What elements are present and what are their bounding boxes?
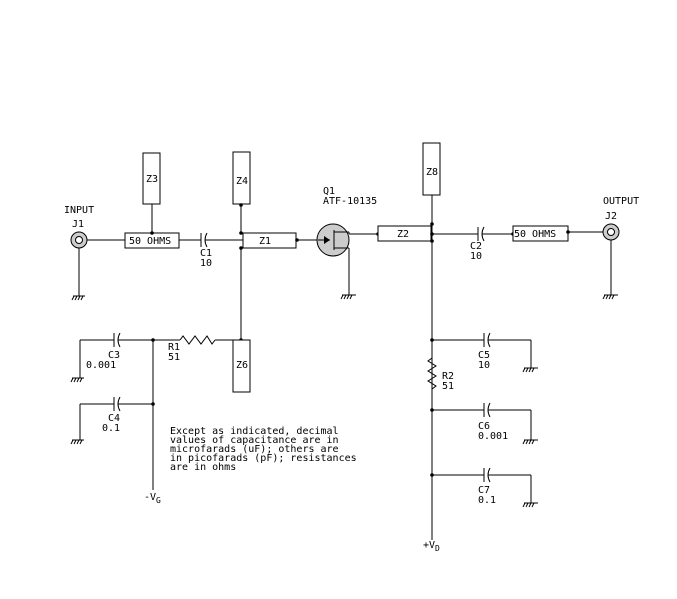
note-line: values of capacitance are in [170, 435, 339, 446]
label-z1: Z1 [259, 236, 271, 247]
ground-symbol [71, 295, 85, 301]
label-c7: C7 [478, 485, 490, 496]
label-r2-value: 51 [442, 381, 454, 392]
label-q1-part: ATF-10135 [323, 196, 377, 207]
label-r2: R2 [442, 371, 454, 382]
note-line: in picofarads (pF); resistances [170, 453, 357, 464]
label-c2-value: 10 [470, 251, 482, 262]
connector-j2 [602, 223, 620, 300]
values-note: Except as indicated, decimal values of c… [170, 426, 357, 473]
label-c7-value: 0.1 [478, 495, 496, 506]
label-c6-value: 0.001 [478, 431, 508, 442]
ground-symbol [70, 377, 84, 383]
label-z6: Z6 [236, 360, 248, 371]
label-z4: Z4 [236, 176, 248, 187]
label-c6: C6 [478, 421, 490, 432]
label-j2: J2 [605, 211, 617, 222]
transistor-q1 [316, 223, 350, 257]
connector-j1 [70, 231, 88, 301]
label-c1-value: 10 [200, 258, 212, 269]
label-r1-value: 51 [168, 352, 180, 363]
stub-z3 [142, 152, 161, 205]
label-c5: C5 [478, 350, 490, 361]
label-input: INPUT [64, 205, 94, 216]
note-line: microfarads (uF); others are [170, 444, 339, 455]
ground-symbol [602, 294, 618, 300]
ground-symbol [522, 502, 538, 508]
label-q1: Q1 [323, 186, 335, 197]
resistor-r2 [427, 357, 437, 390]
ground-symbol [340, 294, 356, 300]
label-c4: C4 [108, 413, 120, 424]
label-c3-value: 0.001 [86, 360, 116, 371]
resistor-r1 [179, 335, 216, 345]
label-c4-value: 0.1 [102, 423, 120, 434]
label-z3: Z3 [146, 174, 158, 185]
note-line: are in ohms [170, 462, 236, 473]
label-c1: C1 [200, 248, 212, 259]
label-output: OUTPUT [603, 196, 639, 207]
label-j1: J1 [72, 219, 84, 230]
label-c2: C2 [470, 241, 482, 252]
ground-symbol [70, 439, 84, 445]
label-c3: C3 [108, 350, 120, 361]
ground-symbol [522, 367, 538, 373]
label-r1: R1 [168, 342, 180, 353]
label-c5-value: 10 [478, 360, 490, 371]
label-vg: -VG [144, 492, 161, 505]
note-line: Except as indicated, decimal [170, 426, 339, 437]
label-line-in: 50 OHMS [129, 236, 171, 247]
ground-symbol [522, 439, 538, 445]
label-z2: Z2 [397, 229, 409, 240]
stub-z6 [232, 339, 251, 393]
label-z8: Z8 [426, 167, 438, 178]
label-vd: +VD [423, 540, 440, 553]
label-line-out: 50 OHMS [514, 229, 556, 240]
